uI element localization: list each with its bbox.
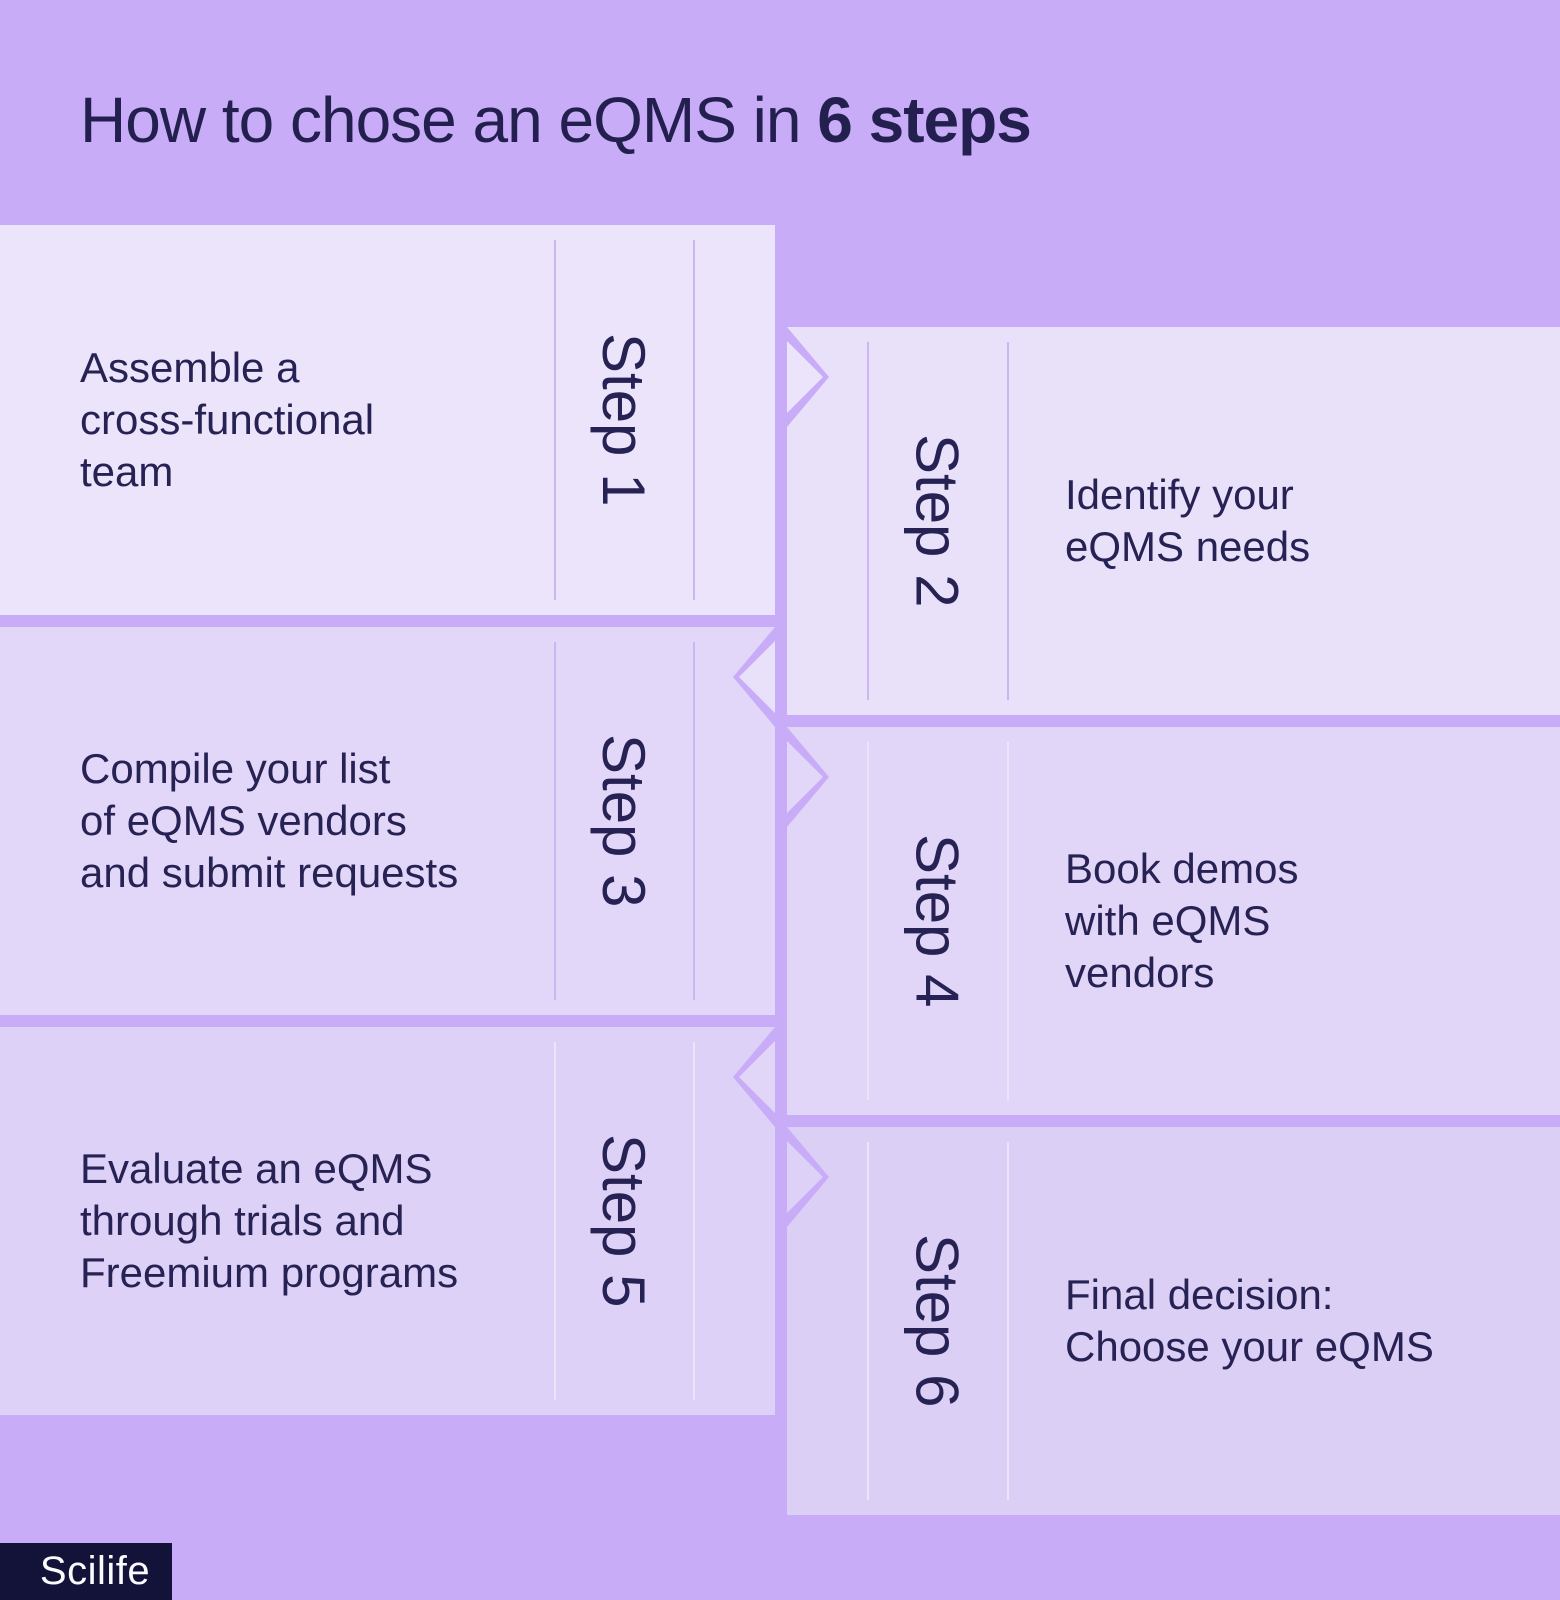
step-4-label: Step 4: [903, 834, 971, 1008]
step-1-text: Assemble a cross-functional team: [80, 344, 375, 495]
divider-line: [867, 742, 869, 1100]
step-5-block: Evaluate an eQMS through trials and Free…: [0, 1027, 775, 1415]
title-bold: 6 steps: [817, 84, 1032, 156]
page-title: How to chose an eQMS in 6 steps: [80, 84, 1032, 156]
step-6-label: Step 6: [903, 1234, 971, 1408]
scilife-logo: Scilife: [0, 1543, 172, 1600]
divider-line: [1007, 342, 1009, 700]
divider-line: [693, 642, 695, 1000]
divider-line: [554, 642, 556, 1000]
title-prefix: How to chose an eQMS in: [80, 84, 818, 156]
step-3-label: Step 3: [590, 734, 657, 908]
step-4-block: Book demos with eQMS vendors Step 4: [787, 727, 1560, 1115]
step-4-text: Book demos with eQMS vendors: [1065, 845, 1299, 996]
divider-line: [867, 342, 869, 700]
step-3-block: Compile your list of eQMS vendors and su…: [0, 627, 775, 1015]
divider-line: [867, 1142, 869, 1500]
divider-line: [554, 240, 556, 600]
divider-line: [693, 1042, 695, 1400]
step-2-text: Identify your eQMS needs: [1065, 471, 1311, 570]
step-2-block: Identify your eQMS needs Step 2: [787, 327, 1560, 715]
brand-text: Scilife: [39, 1549, 151, 1593]
divider-line: [554, 1042, 556, 1400]
divider-line: [1007, 742, 1009, 1100]
divider-line: [693, 240, 695, 600]
step-2-label: Step 2: [903, 434, 971, 608]
step-1-label: Step 1: [590, 333, 657, 507]
step-3-text: Compile your list of eQMS vendors and su…: [80, 745, 459, 896]
step-6-text: Final decision: Choose your eQMS: [1065, 1271, 1434, 1370]
step-6-block: Final decision: Choose your eQMS Step 6: [787, 1127, 1560, 1515]
step-5-label: Step 5: [590, 1134, 657, 1308]
step-1-block: Assemble a cross-functional team Step 1: [0, 225, 775, 615]
divider-line: [1007, 1142, 1009, 1500]
step-5-text: Evaluate an eQMS through trials and Free…: [80, 1145, 459, 1296]
